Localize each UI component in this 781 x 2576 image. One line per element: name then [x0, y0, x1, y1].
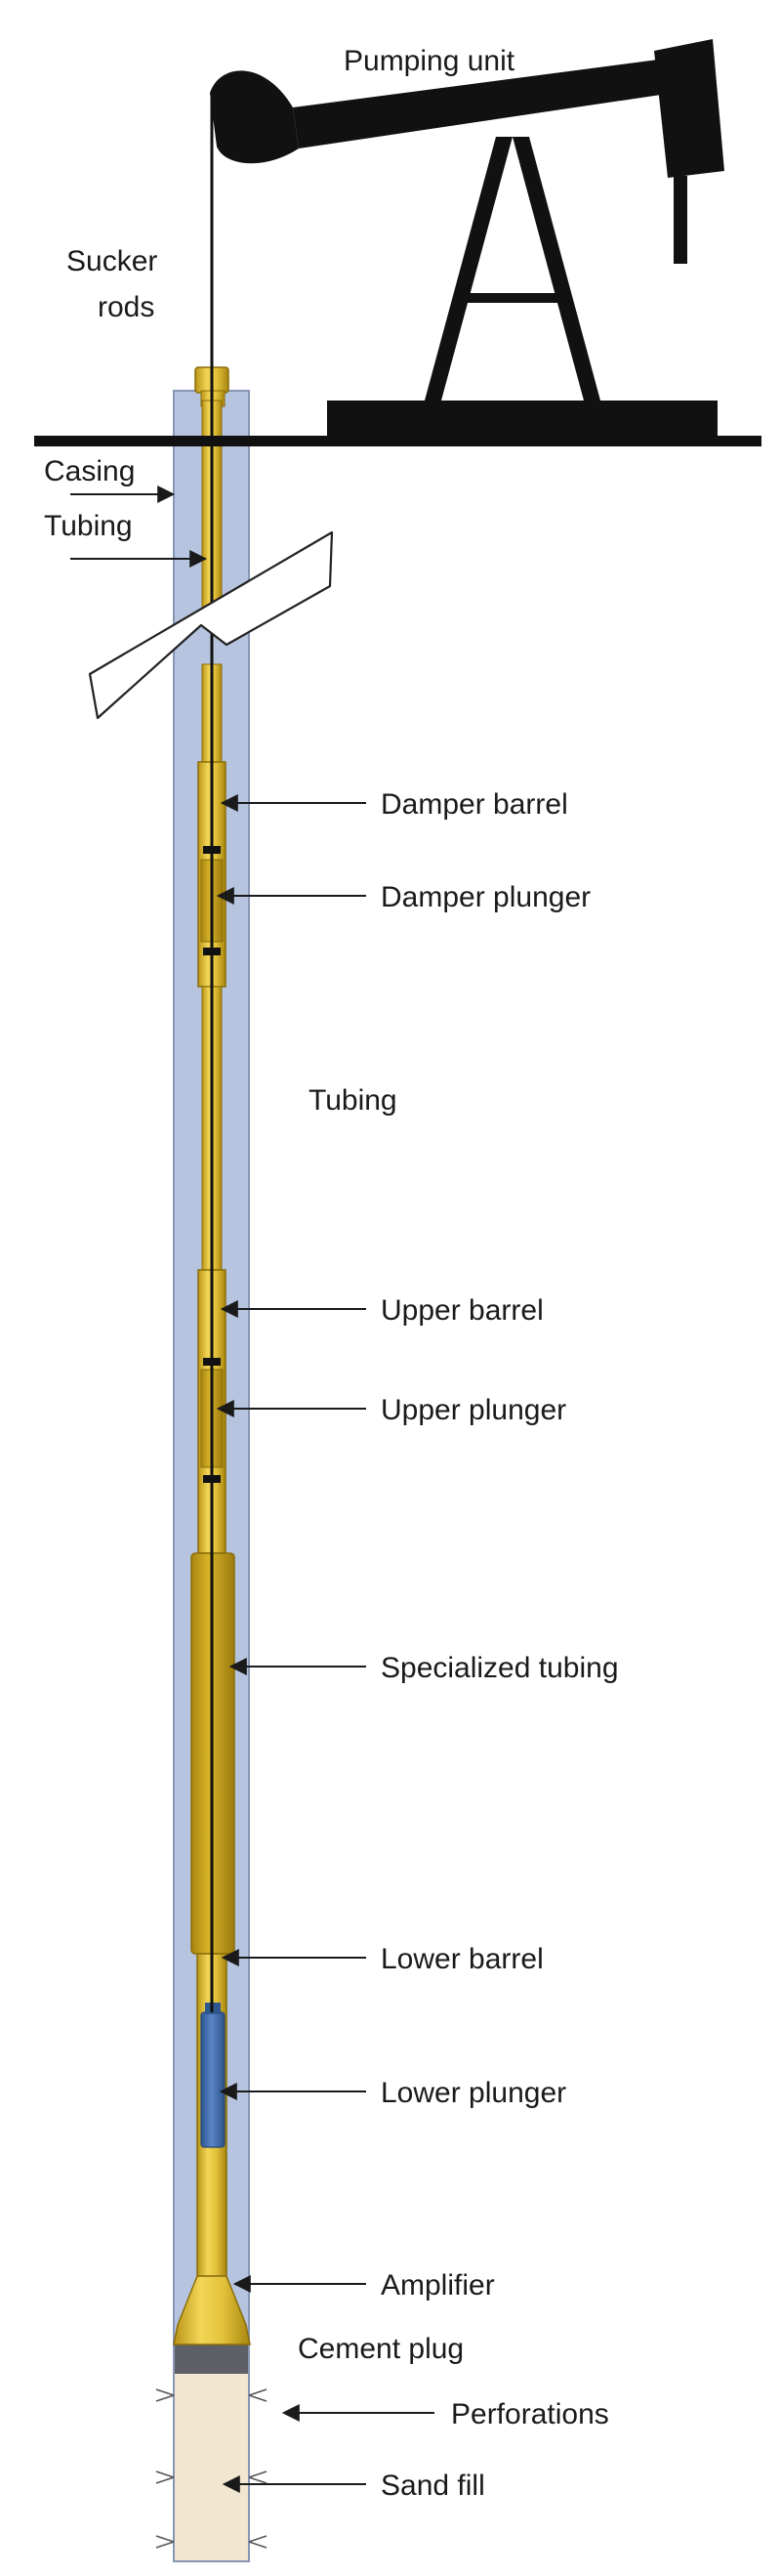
label-pumping-unit: Pumping unit — [344, 45, 515, 77]
label-lower-plunger: Lower plunger — [381, 2077, 566, 2109]
sand-fill — [175, 2374, 248, 2560]
label-upper-plunger: Upper plunger — [381, 1394, 566, 1426]
label-tubing-mid: Tubing — [308, 1084, 397, 1117]
label-lower-barrel: Lower barrel — [381, 1943, 544, 1975]
pumpjack-icon — [210, 39, 724, 436]
label-upper-barrel: Upper barrel — [381, 1294, 544, 1327]
perforation-marks — [155, 2388, 267, 2549]
label-damper-barrel: Damper barrel — [381, 788, 568, 821]
label-tubing-top: Tubing — [44, 510, 133, 542]
amplifier — [173, 2275, 251, 2345]
break-symbol — [88, 530, 334, 720]
label-amplifier: Amplifier — [381, 2269, 495, 2302]
cement-plug — [175, 2344, 248, 2374]
label-specialized-tubing: Specialized tubing — [381, 1652, 619, 1684]
label-damper-plunger: Damper plunger — [381, 881, 591, 913]
ground-line — [34, 436, 761, 446]
label-sand-fill: Sand fill — [381, 2470, 485, 2502]
label-sucker-rods-2: rods — [98, 291, 154, 323]
label-perforations: Perforations — [451, 2398, 609, 2430]
label-cement-plug: Cement plug — [298, 2333, 464, 2365]
label-sucker-rods-1: Sucker — [66, 245, 157, 277]
label-casing: Casing — [44, 455, 135, 487]
lower-plunger — [200, 2011, 226, 2148]
